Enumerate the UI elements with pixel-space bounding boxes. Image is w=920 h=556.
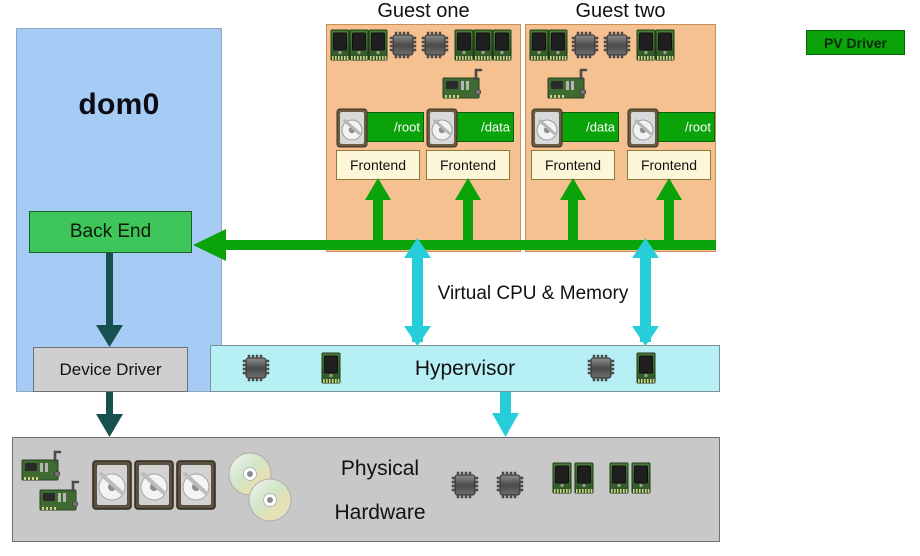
physical-hardware-line2: Hardware [334,501,426,524]
mount-label: /root [393,119,420,135]
guest-one-title: Guest one [377,0,470,22]
legend-pv-driver: PV Driver [806,30,905,55]
back-end-box[interactable]: Back End [29,211,192,253]
dom0-container [16,28,222,392]
frontend-label: Frontend [640,157,698,173]
physical-hardware-line1: Physical [340,457,420,480]
physical-hardware-label: Physical Hardware [300,447,460,535]
frontend-box[interactable]: Frontend [336,150,420,180]
pv-driver-bar[interactable]: /data [452,112,514,142]
pv-driver-bar[interactable]: /root [362,112,424,142]
device-driver-label: Device Driver [59,359,162,379]
frontend-label: Frontend [439,157,497,173]
guest-two-device-0: /data Frontend [531,108,619,183]
pv-driver-bar[interactable]: /root [653,112,715,142]
frontend-box[interactable]: Frontend [531,150,615,180]
guest-one-device-0: /root Frontend [336,108,424,183]
frontend-label: Frontend [349,157,407,173]
frontend-box[interactable]: Frontend [627,150,711,180]
mount-label: /data [586,119,615,135]
mount-label: /root [684,119,711,135]
mount-label: /data [481,119,510,135]
guest-two-device-1: /root Frontend [627,108,715,183]
guest-one-device-1: /data Frontend [426,108,514,183]
back-end-label: Back End [69,221,152,242]
hard-disk-icon [336,108,368,153]
hard-disk-icon [531,108,563,153]
pv-driver-bar[interactable]: /data [557,112,619,142]
hypervisor-container [210,345,720,392]
legend-pv-driver-label: PV Driver [823,34,888,51]
device-driver-box[interactable]: Device Driver [33,347,188,392]
hypervisor-label: Hypervisor [414,357,516,380]
virtual-cpu-memory-label: Virtual CPU & Memory [437,283,629,304]
virtual-cpu-memory-arrows [404,238,659,437]
dom0-title: dom0 [78,88,160,121]
frontend-label: Frontend [544,157,602,173]
frontend-box[interactable]: Frontend [426,150,510,180]
hard-disk-icon [627,108,659,153]
hard-disk-icon [426,108,458,153]
guest-two-title: Guest two [575,0,666,22]
